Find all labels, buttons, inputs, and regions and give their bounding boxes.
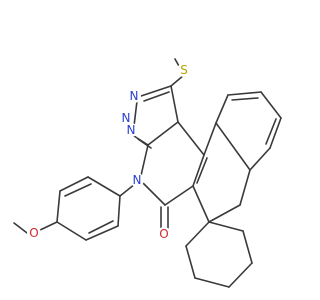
bond-triazole-4 (147, 121, 179, 146)
bond-aryl-1 (87, 176, 121, 197)
bond-cy-4 (228, 262, 253, 288)
bond-aryl-6 (117, 195, 121, 227)
bond-pyr-2 (139, 179, 166, 206)
bond-aryl-2-double (64, 183, 92, 197)
bond-cy-2 (185, 245, 196, 279)
molecule-canvas: S N N N N O O (13, 58, 282, 288)
bond-benzo-4 (269, 117, 282, 149)
bond-methoxy-o (37, 221, 58, 232)
bond-triazole-5 (170, 85, 179, 123)
bond-benzo-inner (215, 122, 251, 171)
bond-triazole-1-double (143, 91, 170, 102)
bond-pyr-5 (177, 121, 205, 156)
bond-aryl-5 (85, 225, 119, 241)
bond-lines (13, 58, 282, 288)
bond-pyr-1 (139, 144, 149, 181)
bond-benzo-3 (260, 91, 282, 119)
oxygen-label-carbonyl: O (159, 227, 168, 241)
bond-aryl-3 (56, 190, 61, 223)
bond-pyr-4-double (196, 157, 208, 184)
nitrogen-label-triazole-left-top: N (122, 111, 131, 125)
bond-cy-1 (185, 221, 210, 247)
molecule-structure: S N N N N O O (13, 58, 282, 288)
bond-aryl-4 (56, 221, 87, 241)
nitrogen-label-triazole-left-bottom: N (127, 123, 136, 137)
oxygen-label-methoxy: O (29, 226, 38, 240)
bond-aryl-2 (59, 176, 89, 192)
bond-pyr-3 (164, 185, 194, 206)
sulfur-label: S (180, 63, 188, 77)
bond-benzo-5 (249, 147, 271, 171)
bond-cy-3 (194, 277, 230, 288)
nitrogen-label-triazole-top: N (130, 89, 139, 103)
atom-labels: S N N N N O O (27, 63, 191, 241)
bond-to-benzo (203, 122, 217, 156)
bond-benzo-4-double (265, 118, 277, 145)
bond-spiro-1 (192, 185, 210, 223)
bond-triazole-2 (133, 100, 138, 127)
bond-benzo-2 (227, 91, 262, 96)
bond-benzo-1 (215, 94, 229, 124)
bond-triazole-1 (140, 85, 172, 97)
bond-benzo-2-double (231, 97, 259, 101)
bond-cy-6 (208, 221, 244, 232)
nitrogen-label-amide: N (133, 173, 142, 187)
bond-pyr-4 (192, 154, 205, 187)
bond-triazole-3-double (137, 138, 152, 149)
bond-s-c (170, 74, 185, 87)
bond-cy-5 (242, 230, 253, 264)
bond-ch2-benzo (239, 169, 251, 206)
bond-spiro-2 (208, 204, 241, 223)
bond-aryl-5-double (88, 220, 114, 234)
